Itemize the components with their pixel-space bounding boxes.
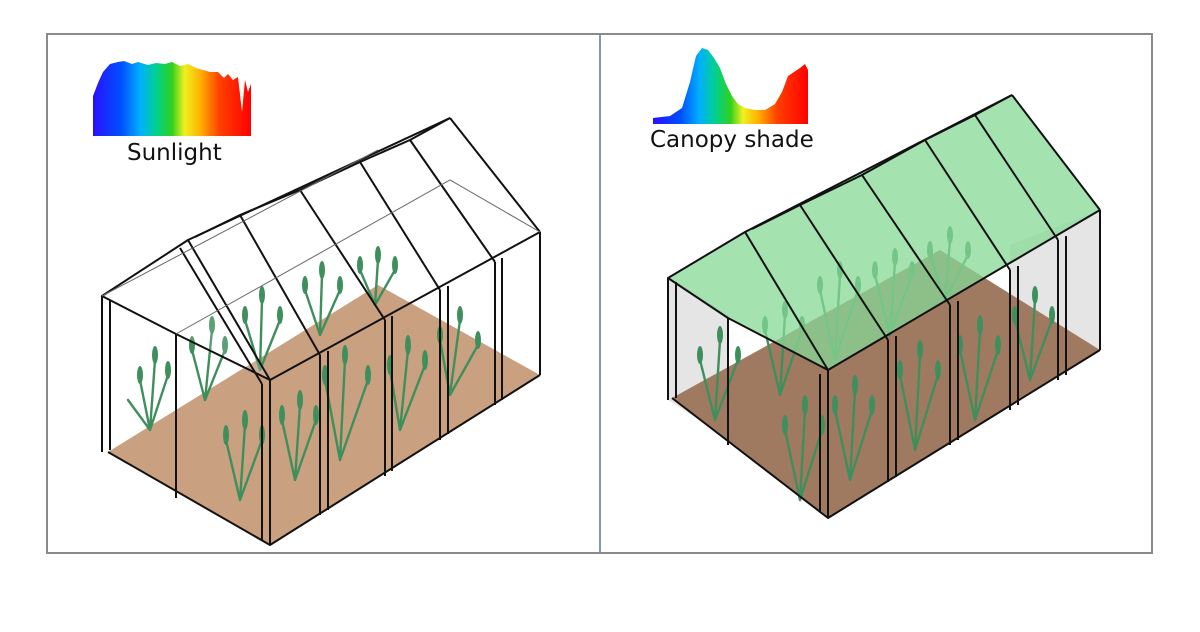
- panel-divider: [599, 35, 601, 553]
- greenhouse-frame: [101, 117, 541, 546]
- shade-roof-front-gable: [668, 232, 828, 370]
- canopy-shade-greenhouse-illustration: [653, 48, 1101, 519]
- greenhouse-back-edges: [101, 149, 541, 335]
- canopy-shade-spectrum-graph: [653, 48, 808, 124]
- shade-floor-soil: [672, 250, 1100, 518]
- plant-group-back: [126, 258, 480, 502]
- sunlight-greenhouse-illustration: [93, 61, 541, 546]
- figure-frame: [46, 33, 1153, 554]
- canopy-shade-panel: Canopy shade: [601, 35, 1151, 553]
- shade-roof-panels: [745, 95, 1100, 370]
- canopy-shade-caption: Canopy shade: [650, 127, 814, 153]
- sunlight-caption: Sunlight: [127, 140, 222, 166]
- sunlight-panel: Sunlight: [48, 35, 599, 553]
- sunlight-spectrum-graph: [93, 61, 251, 136]
- greenhouse-floor-soil: [108, 285, 540, 545]
- shade-greenhouse-frame: [667, 94, 1101, 519]
